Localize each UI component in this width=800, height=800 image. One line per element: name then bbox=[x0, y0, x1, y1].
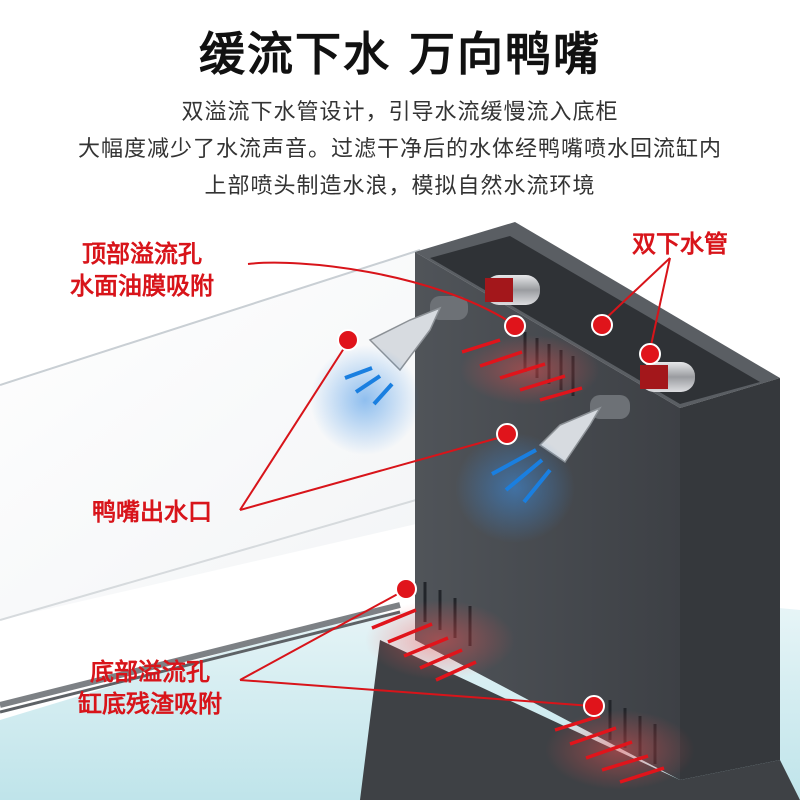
callout-double-drain: 双下水管 bbox=[632, 230, 728, 258]
callout-bottom-overflow-line-2: 缸底残渣吸附 bbox=[78, 690, 222, 718]
page-title: 缓流下水 万向鸭嘴 bbox=[198, 27, 601, 81]
red-inflow-top bbox=[460, 335, 600, 405]
callout-lines bbox=[239, 257, 671, 707]
red-inflow-bottom-left bbox=[365, 600, 515, 682]
callout-duck-outlet: 鸭嘴出水口 bbox=[92, 498, 212, 526]
callout-bottom-overflow-line-1: 底部溢流孔 bbox=[90, 658, 210, 686]
callout-top-overflow-line-1: 顶部溢流孔 bbox=[82, 240, 202, 268]
red-inflow-bottom-right bbox=[545, 710, 695, 790]
overflow-cabinet bbox=[360, 222, 800, 800]
callout-bottom-overflow: 底部溢流孔 缸底残渣吸附 bbox=[78, 656, 222, 720]
blue-flow-upper bbox=[310, 345, 420, 455]
description-line-3: 上部喷头制造水浪，模拟自然水流环境 bbox=[204, 174, 596, 199]
drain-pipes bbox=[485, 275, 695, 392]
callout-top-overflow: 顶部溢流孔 水面油膜吸附 bbox=[70, 238, 214, 302]
marker-dots bbox=[337, 314, 661, 717]
callout-top-overflow-line-2: 水面油膜吸附 bbox=[70, 272, 214, 300]
description-line-2: 大幅度减少了水流声音。过滤干净后的水体经鸭嘴喷水回流缸内 bbox=[77, 137, 722, 162]
description-line-1: 双溢流下水管设计，引导水流缓慢流入底柜 bbox=[181, 100, 619, 125]
blue-flow-lower bbox=[455, 433, 575, 543]
